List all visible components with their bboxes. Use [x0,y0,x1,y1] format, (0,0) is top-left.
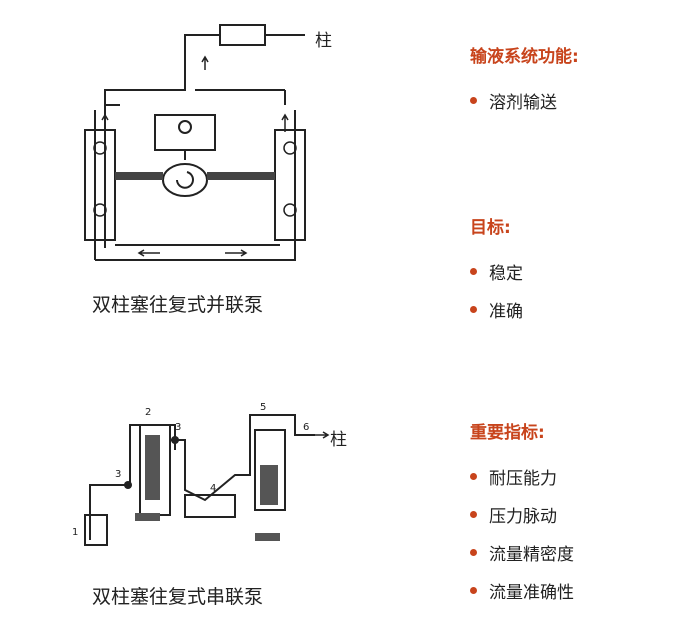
column-label-series: 柱 [330,430,347,450]
bullet-icon [470,548,477,556]
column-label-parallel: 柱 [315,31,332,51]
section-title: 重要指标: [470,423,545,443]
part-1-label: 1 [72,527,78,538]
bullet-icon [470,510,477,518]
bullet-icon [470,267,477,275]
section-system-function: 输液系统功能: 溶剂输送 [470,42,579,119]
section-goal: 目标: 稳定 准确 [470,213,523,328]
bullet-icon [470,96,477,104]
section-key-metrics: 重要指标: 耐压能力 压力脉动 流量精密度 流量准确性 [470,418,574,609]
list-item: 压力脉动 [470,495,574,533]
bullet-icon [470,472,477,480]
series-pump-diagram: 1 2 3 3 4 5 6 柱 [60,395,360,555]
list-item: 流量准确性 [470,571,574,609]
section-title: 目标: [470,218,511,238]
list-item: 准确 [470,290,523,328]
section-title: 输液系统功能: [470,47,579,67]
part-6-label: 6 [303,422,309,433]
bullet-icon [470,586,477,594]
part-2-label: 2 [145,407,151,418]
caption-parallel-pump: 双柱塞往复式并联泵 [92,294,264,316]
bullet-icon [470,305,477,313]
part-3-label-a: 3 [115,469,121,480]
list-item: 溶剂输送 [470,81,579,119]
caption-series-pump: 双柱塞往复式串联泵 [92,586,264,608]
list-item: 稳定 [470,252,523,290]
list-item: 流量精密度 [470,533,574,571]
part-5-label: 5 [260,402,266,413]
parallel-pump-diagram: 柱 [75,20,345,270]
part-3-label-b: 3 [175,422,181,433]
part-4-label: 4 [210,483,216,494]
list-item: 耐压能力 [470,457,574,495]
